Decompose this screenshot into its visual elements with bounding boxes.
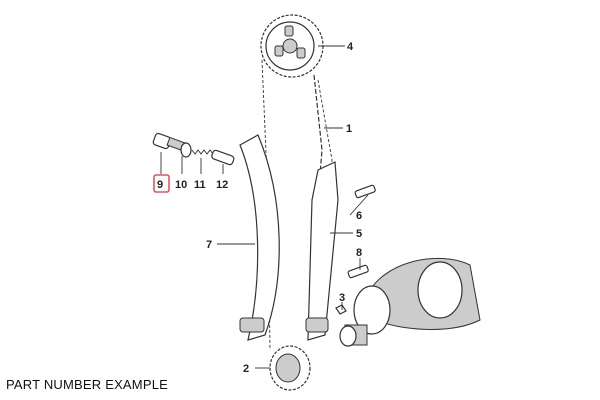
tensioner-assembly [152,132,235,166]
callout-5[interactable]: 5 [356,228,362,240]
caption: PART NUMBER EXAMPLE [6,377,169,392]
camshaft-sprocket [260,14,324,78]
callout-9[interactable]: 9 [157,179,163,191]
crankshaft [339,258,481,347]
callout-1[interactable]: 1 [346,123,352,135]
tensioner-rail [239,134,280,341]
leader-lines [160,45,369,369]
callout-10[interactable]: 10 [175,179,187,191]
callout-2[interactable]: 2 [243,363,249,375]
guide-rail [307,161,339,341]
bolt-6 [354,184,376,199]
callout-4[interactable]: 4 [347,41,354,53]
highlight-box [153,174,170,193]
callout-6[interactable]: 6 [356,210,362,222]
callout-12[interactable]: 12 [216,179,228,191]
callout-11[interactable]: 11 [194,179,206,191]
callout-7[interactable]: 7 [206,239,212,251]
callout-3[interactable]: 3 [339,292,345,304]
crankshaft-sprocket [269,345,311,391]
callout-8[interactable]: 8 [356,247,362,259]
bolt-8 [347,264,369,279]
key-3 [335,304,347,315]
